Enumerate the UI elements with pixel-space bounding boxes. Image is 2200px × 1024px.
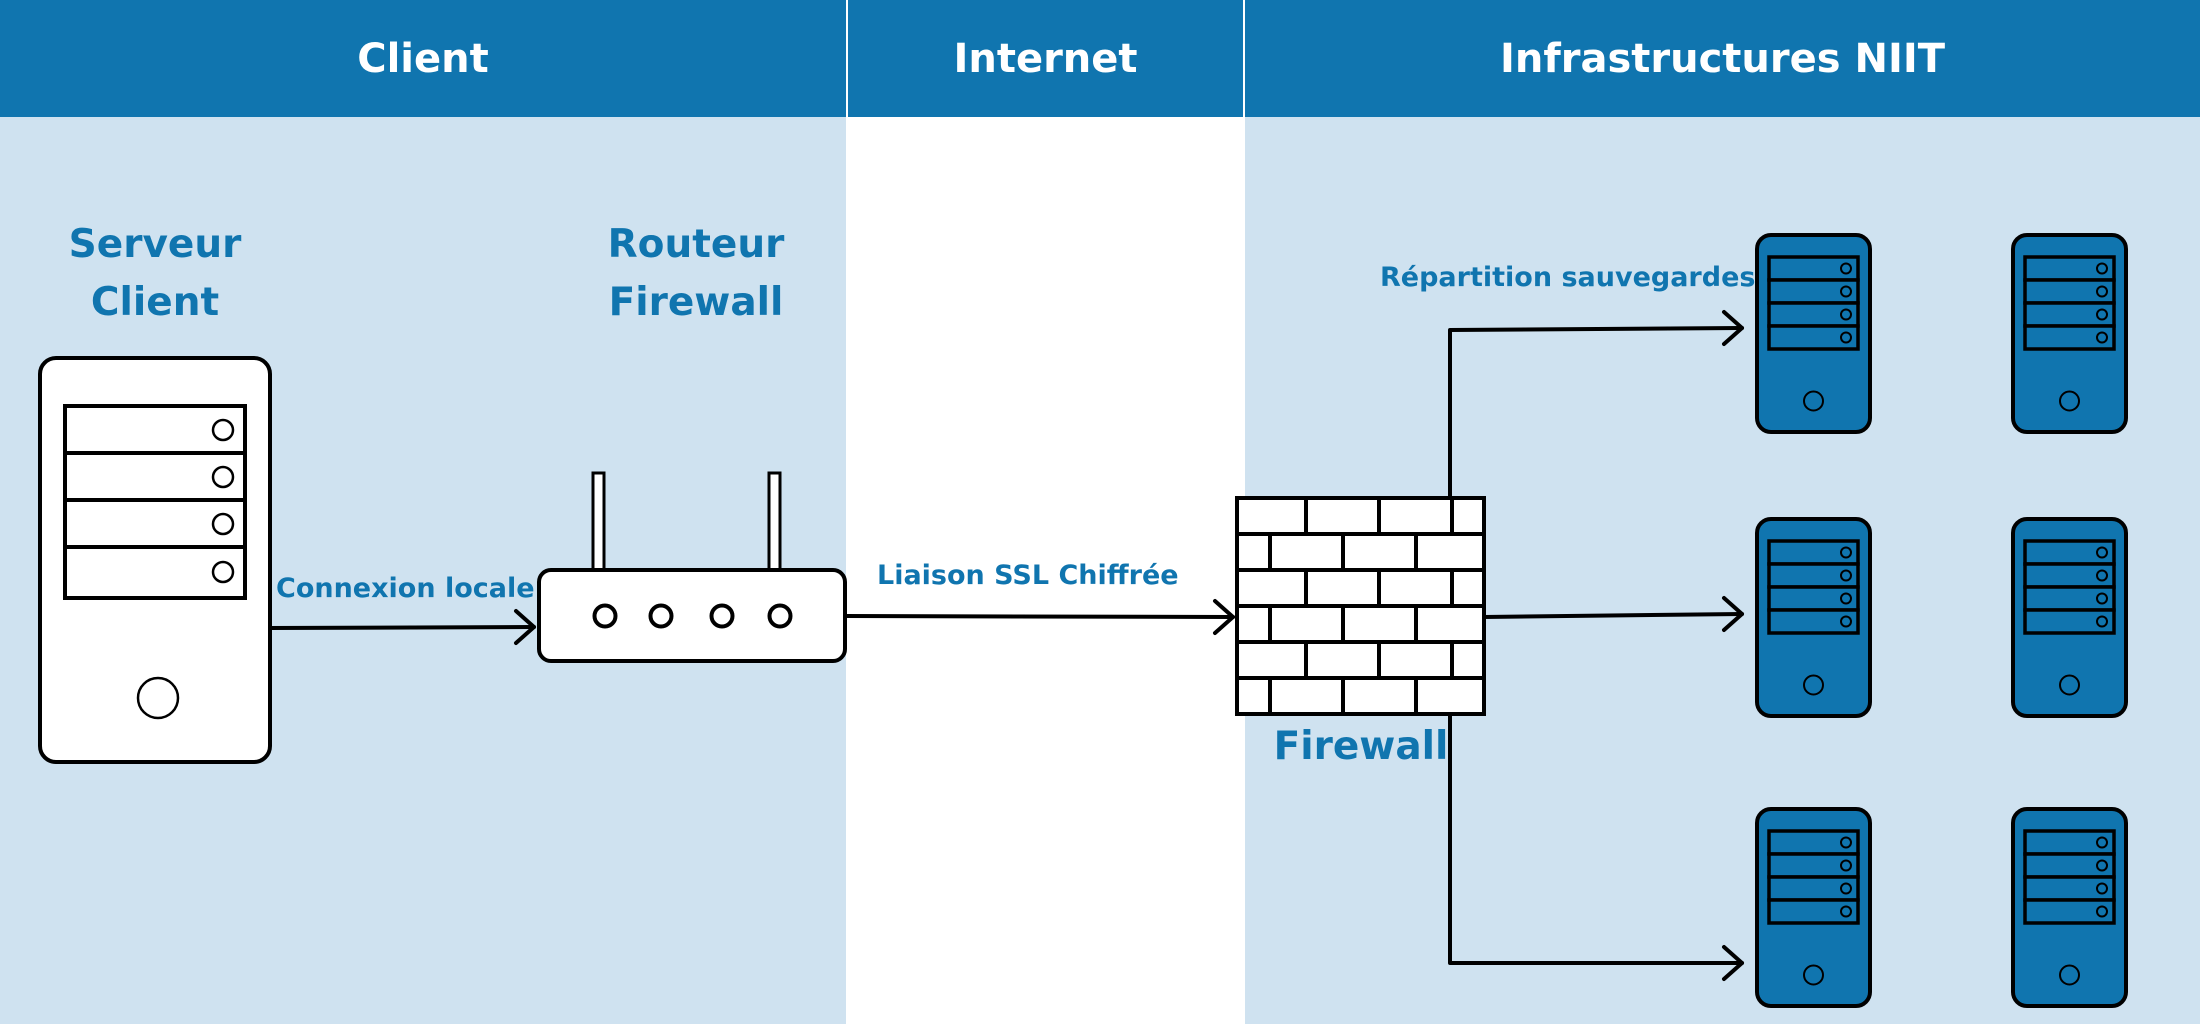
backup-arrowhead-top: [1722, 310, 1744, 346]
backup-server-icon: [1755, 233, 1872, 434]
backup-arrow-top: [1448, 326, 1744, 500]
connectors: [268, 310, 1744, 981]
label-routeur-firewall: Routeur Firewall: [596, 216, 796, 332]
label-serveur-client-line2: Client: [90, 280, 220, 325]
backup-server-icon: [1755, 517, 1872, 718]
client-server-icon: [38, 356, 272, 764]
header-infrastructures: Infrastructures NIIT: [1245, 0, 2200, 117]
header-client: Client: [0, 0, 846, 117]
label-repartition-sauvegardes: Répartition sauvegardes: [1380, 262, 1756, 293]
connexion-locale-arrow: [268, 625, 536, 630]
backup-server-icon: [2011, 233, 2128, 434]
backup-arrowhead-bottom: [1722, 945, 1744, 981]
backup-server-icon: [1755, 807, 1872, 1008]
backup-arrow-middle: [1482, 612, 1744, 619]
label-routeur-firewall-line1: Routeur: [607, 222, 785, 267]
liaison-ssl-arrowhead: [1213, 599, 1235, 635]
label-firewall: Firewall: [1273, 724, 1449, 769]
header-internet: Internet: [848, 0, 1243, 117]
label-serveur-client: Serveur Client: [55, 216, 255, 332]
liaison-ssl-arrow: [843, 614, 1235, 619]
connexion-locale-arrowhead: [514, 609, 536, 645]
firewall-icon: [1235, 496, 1486, 716]
backup-arrowhead-middle: [1722, 596, 1744, 632]
backup-server-icon: [2011, 807, 2128, 1008]
backup-arrow-bottom: [1448, 712, 1744, 965]
backup-servers: [1755, 233, 2128, 1008]
label-liaison-ssl: Liaison SSL Chiffrée: [877, 560, 1179, 591]
label-serveur-client-line1: Serveur: [68, 222, 242, 267]
label-connexion-locale: Connexion locale: [276, 573, 535, 604]
router-icon: [537, 471, 847, 663]
backup-server-icon: [2011, 517, 2128, 718]
label-routeur-firewall-line2: Firewall: [608, 280, 784, 325]
